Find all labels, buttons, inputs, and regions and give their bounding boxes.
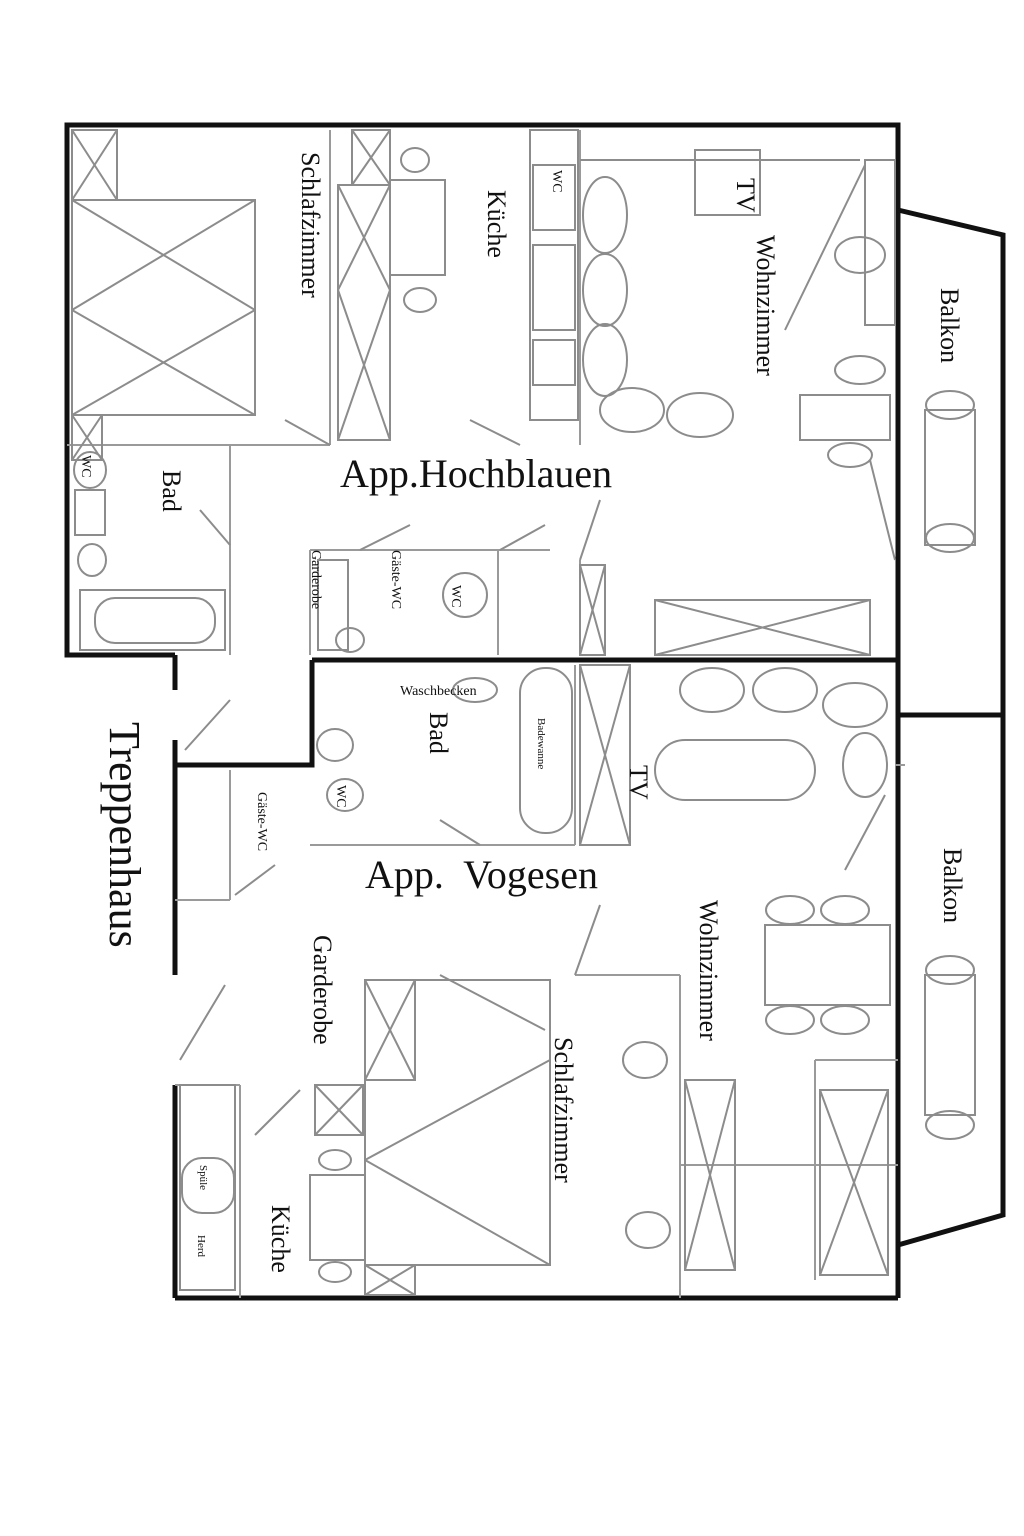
kitchen-hochblauen: [529, 129, 579, 421]
fixture-label-badewanne: Badewanne: [535, 718, 547, 769]
room-label-garderobe: Garderobe: [308, 550, 323, 609]
labels-vogesen: Waschbecken Bad Badewanne TV WC Gäste-WC…: [195, 684, 967, 1273]
apartment-title-vogesen: App. Vogesen: [365, 852, 598, 897]
fixture-label-waschbecken: Waschbecken: [400, 684, 477, 699]
tv-unit-hochblauen: [580, 149, 866, 331]
labels-hochblauen: Schlafzimmer Küche WC TV Wohnzimmer Balk…: [78, 152, 964, 609]
room-label-gaeste-wc: Gäste-WC: [254, 792, 269, 851]
cabinet-hochblauen: [864, 159, 896, 326]
dining-hochblauen: [799, 236, 891, 468]
room-label-kueche: Küche: [482, 190, 511, 258]
wc-label: WC: [333, 785, 348, 808]
room-label-bad: Bad: [157, 470, 186, 512]
bath-hochblauen: [71, 414, 226, 651]
apartment-title-hochblauen: App.Hochblauen: [340, 451, 612, 496]
balcony-furniture-bottom: [924, 955, 976, 1140]
appliance-label-herd: Herd: [195, 1235, 207, 1257]
room-label-bad: Bad: [424, 712, 453, 754]
gaeste-wc-hochblauen: [317, 559, 871, 656]
sofa-hochblauen: [582, 176, 734, 438]
room-label-tv: TV: [731, 178, 760, 213]
wardrobe-hochblauen: [71, 129, 391, 441]
balcony-top: [897, 207, 1006, 718]
room-label-garderobe: Garderobe: [308, 935, 337, 1045]
wc-label-guest: WC: [448, 585, 463, 608]
room-label-gaeste-wc: Gäste-WC: [388, 550, 403, 609]
appliance-label-spuele: Spüle: [197, 1165, 209, 1190]
room-label-wohnzimmer: Wohnzimmer: [694, 900, 723, 1041]
balcony-bottom: [897, 712, 1006, 1248]
door-swings: [179, 419, 896, 1136]
sofa-vogesen: [654, 667, 888, 801]
room-label-balkon: Balkon: [938, 848, 967, 923]
room-label-schlafzimmer: Schlafzimmer: [296, 152, 325, 298]
bath-vogesen: [316, 667, 573, 834]
living-cabinet-vogesen: [622, 1041, 889, 1276]
room-label-schlafzimmer: Schlafzimmer: [549, 1037, 578, 1183]
room-label-kueche: Küche: [266, 1205, 295, 1273]
room-label-tv: TV: [624, 765, 653, 800]
tv-unit-vogesen: [579, 664, 631, 846]
bed-vogesen: [364, 979, 551, 1266]
dining-vogesen: [764, 895, 891, 1035]
wc-label: WC: [78, 455, 93, 478]
bed-hochblauen: [71, 199, 256, 416]
stairwell-label: Treppenhaus: [100, 722, 149, 948]
desk-hochblauen: [389, 147, 446, 313]
balcony-furniture-top: [924, 390, 976, 553]
wardrobe-vogesen: [309, 1084, 416, 1296]
room-label-wohnzimmer: Wohnzimmer: [751, 235, 780, 376]
kitchen-vogesen: [179, 1084, 236, 1291]
exterior-walls: [64, 122, 901, 1301]
appliance-label: WC: [549, 170, 564, 193]
interior-walls: [67, 130, 905, 1298]
room-label-balkon: Balkon: [935, 288, 964, 363]
